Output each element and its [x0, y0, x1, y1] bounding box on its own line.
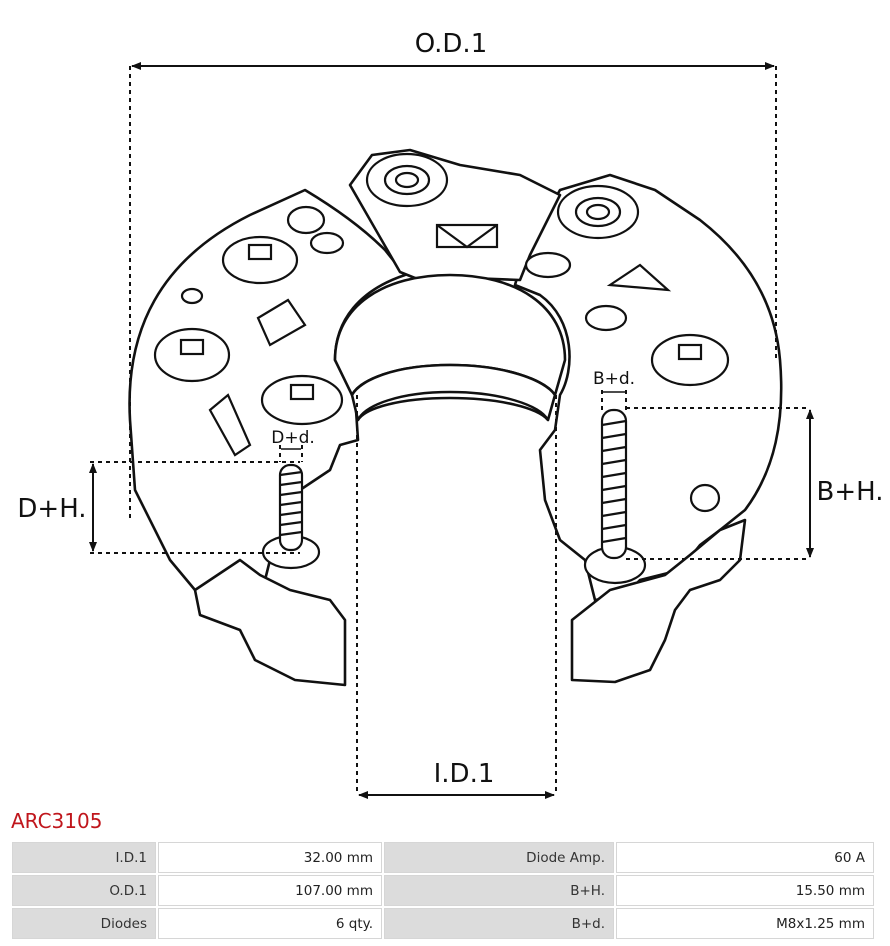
extension-lines: [90, 66, 810, 795]
rectifier-diagram: O.D.1 I.D.1 D+H. B+H. D+d. B+d.: [17, 29, 884, 799]
spec-label: I.D.1: [12, 842, 156, 873]
part-number: ARC3105: [11, 809, 103, 833]
id1-label: I.D.1: [434, 759, 495, 789]
bd-label: B+d.: [593, 369, 635, 389]
table-row: Diodes 6 qty. B+d. M8x1.25 mm: [12, 908, 874, 939]
dd-label: D+d.: [271, 428, 315, 448]
plate-details: [153, 152, 730, 513]
dh-label: D+H.: [17, 494, 86, 524]
table-row: I.D.1 32.00 mm Diode Amp. 60 A: [12, 842, 874, 873]
stud-b: [583, 408, 647, 585]
table-row: O.D.1 107.00 mm B+H. 15.50 mm: [12, 875, 874, 906]
dimension-arrows: [89, 62, 814, 799]
stud-d: [261, 463, 321, 570]
specs-table: I.D.1 32.00 mm Diode Amp. 60 A O.D.1 107…: [10, 840, 876, 941]
spec-value: 6 qty.: [158, 908, 382, 939]
spec-label: Diode Amp.: [384, 842, 614, 873]
od1-label: O.D.1: [415, 29, 488, 59]
spec-value: 32.00 mm: [158, 842, 382, 873]
spec-value: M8x1.25 mm: [616, 908, 874, 939]
center-bore: [356, 390, 550, 421]
spec-label: B+H.: [384, 875, 614, 906]
spec-label: Diodes: [12, 908, 156, 939]
spec-value: 15.50 mm: [616, 875, 874, 906]
spec-value: 107.00 mm: [158, 875, 382, 906]
spec-value: 60 A: [616, 842, 874, 873]
spec-label: B+d.: [384, 908, 614, 939]
spec-label: O.D.1: [12, 875, 156, 906]
bh-label: B+H.: [817, 477, 884, 507]
